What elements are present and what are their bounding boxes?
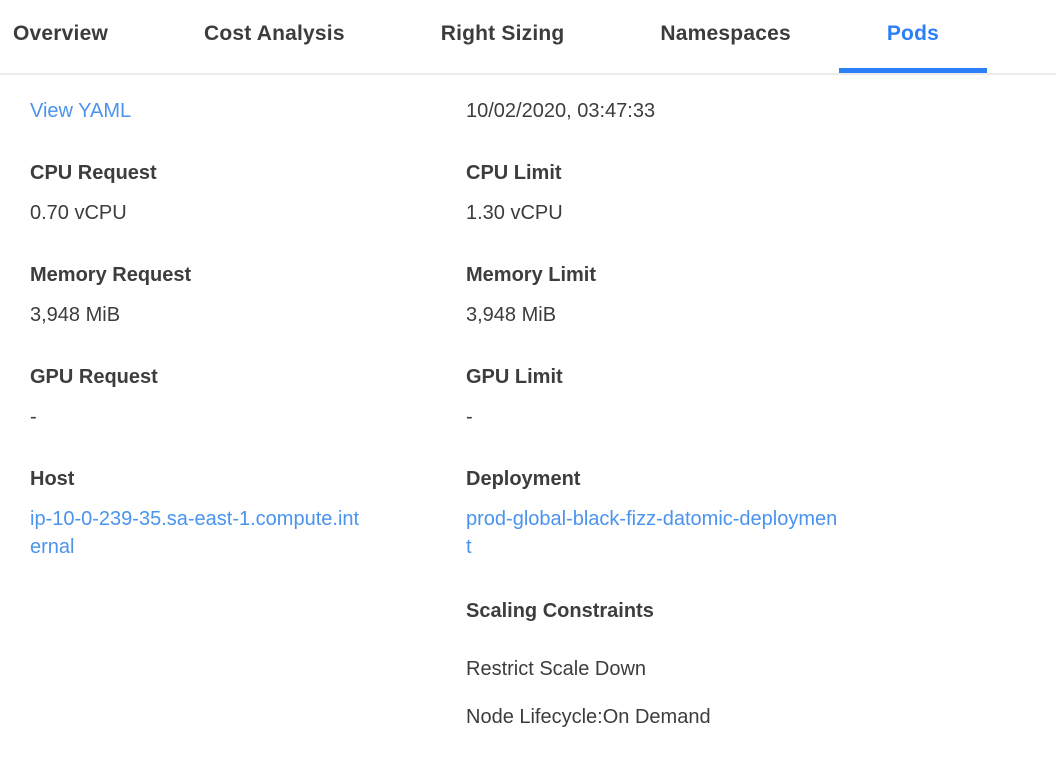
field-cpu-limit: CPU Limit 1.30 vCPU — [466, 159, 1026, 227]
field-value: 3,948 MiB — [466, 304, 557, 326]
field-gpu-limit: GPU Limit - — [466, 363, 1026, 431]
timestamp: 10/02/2020, 03:47:33 — [466, 100, 656, 122]
pod-details-panel: View YAML CPU Request 0.70 vCPU Memory R… — [0, 75, 1056, 731]
field-label: GPU Limit — [466, 366, 563, 388]
details-column-left: View YAML CPU Request 0.70 vCPU Memory R… — [30, 75, 466, 731]
field-label: Deployment — [466, 468, 581, 490]
field-value: 1.30 vCPU — [466, 202, 563, 224]
host-link[interactable]: ip-10-0-239-35.sa-east-1.compute.interna… — [30, 508, 360, 558]
field-label: CPU Limit — [466, 162, 562, 184]
details-column-right: 10/02/2020, 03:47:33 CPU Limit 1.30 vCPU… — [466, 75, 1026, 731]
tab-overview[interactable]: Overview — [13, 22, 108, 45]
field-value: - — [466, 406, 473, 428]
field-gpu-request: GPU Request - — [30, 363, 466, 431]
field-value: - — [30, 406, 37, 428]
field-memory-request: Memory Request 3,948 MiB — [30, 261, 466, 329]
field-label: Host — [30, 468, 75, 490]
tab-pods[interactable]: Pods — [838, 0, 987, 73]
field-label: Memory Limit — [466, 264, 597, 286]
view-yaml-link[interactable]: View YAML — [30, 100, 132, 122]
field-value: 3,948 MiB — [30, 304, 121, 326]
field-label: GPU Request — [30, 366, 158, 388]
field-label: CPU Request — [30, 162, 157, 184]
tab-namespaces[interactable]: Namespaces — [660, 22, 791, 45]
tab-bar: Overview Cost Analysis Right Sizing Name… — [0, 0, 1056, 75]
field-memory-limit: Memory Limit 3,948 MiB — [466, 261, 1026, 329]
field-label: Memory Request — [30, 264, 192, 286]
deployment-link[interactable]: prod-global-black-fizz-datomic-deploymen… — [466, 508, 838, 558]
scaling-constraint-item: Node Lifecycle:On Demand — [466, 706, 711, 728]
tab-cost-analysis[interactable]: Cost Analysis — [204, 22, 345, 45]
field-deployment: Deployment prod-global-black-fizz-datomi… — [466, 465, 1026, 561]
field-host: Host ip-10-0-239-35.sa-east-1.compute.in… — [30, 465, 466, 561]
tab-right-sizing[interactable]: Right Sizing — [440, 22, 565, 45]
scaling-constraints-label: Scaling Constraints — [466, 600, 654, 622]
scaling-constraint-item: Restrict Scale Down — [466, 658, 647, 680]
field-value: 0.70 vCPU — [30, 202, 127, 224]
field-cpu-request: CPU Request 0.70 vCPU — [30, 159, 466, 227]
